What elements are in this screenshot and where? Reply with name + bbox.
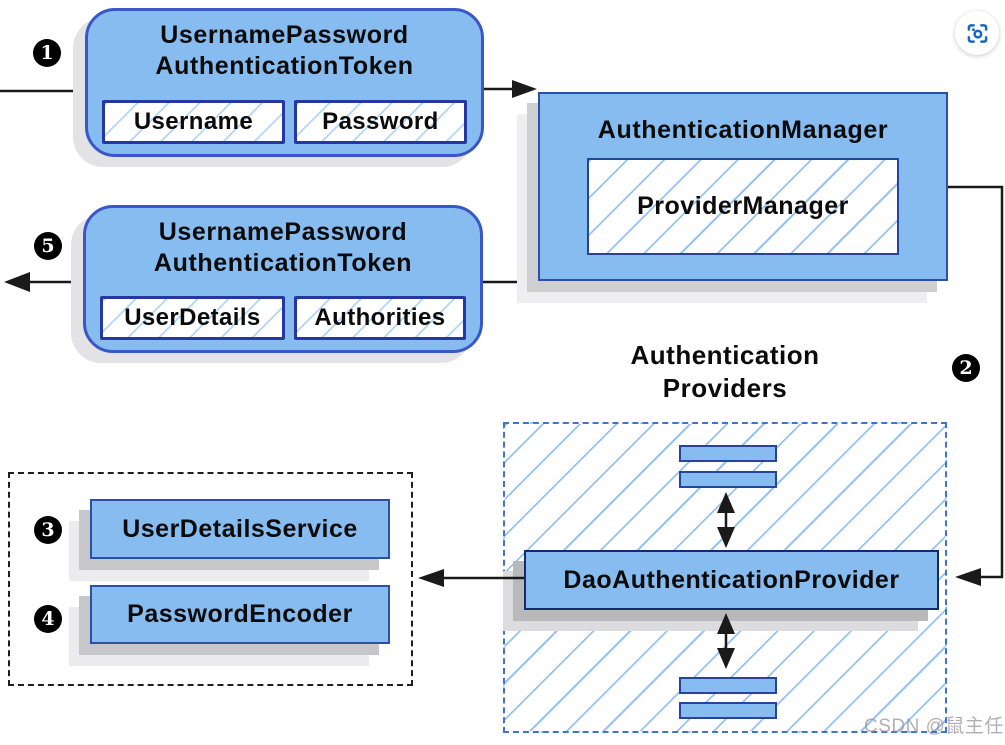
dao-dependencies-region: UserDetailsService PasswordEncoder — [8, 472, 413, 686]
password-field-box: Password — [293, 100, 467, 144]
token-response-title: UsernamePassword AuthenticationToken — [100, 217, 466, 279]
authorities-field-box: Authorities — [293, 296, 466, 340]
token-request-fields: Username Password — [102, 100, 467, 144]
arrowhead-into-manager — [512, 80, 537, 98]
authentication-providers-label-line-2: Providers — [662, 373, 788, 403]
step-5-badge: 5 — [34, 232, 62, 260]
authentication-providers-region: DaoAuthenticationProvider — [503, 422, 947, 733]
authentication-providers-label: Authentication Providers — [575, 339, 875, 405]
flow-line-manager-to-provider — [948, 185, 1004, 579]
authentication-providers-label-line-1: Authentication — [630, 340, 820, 370]
arrowhead-into-services — [418, 569, 444, 587]
username-password-token-request-node: UsernamePassword AuthenticationToken Use… — [85, 8, 484, 157]
token-request-title-line-2: AuthenticationToken — [155, 52, 414, 80]
provider-bar — [679, 677, 777, 694]
password-encoder-node: PasswordEncoder — [90, 585, 390, 644]
token-response-fields: UserDetails Authorities — [100, 296, 466, 340]
token-request-title: UsernamePassword AuthenticationToken — [102, 20, 467, 82]
step-2-badge: 2 — [952, 354, 980, 382]
username-password-token-response-node: UsernamePassword AuthenticationToken Use… — [83, 205, 483, 353]
username-field-box: Username — [102, 100, 285, 144]
provider-bar — [679, 702, 777, 719]
provider-bar — [679, 471, 777, 488]
authentication-manager-title: AuthenticationManager — [597, 116, 889, 144]
screen-capture-button[interactable] — [955, 11, 999, 55]
authentication-manager-node: AuthenticationManager ProviderManager — [538, 92, 948, 281]
token-response-title-line-2: AuthenticationToken — [153, 249, 413, 277]
provider-manager-box: ProviderManager — [587, 158, 899, 255]
step-1-badge: 1 — [33, 39, 61, 67]
step-3-badge: 3 — [34, 516, 62, 544]
provider-bar — [679, 445, 777, 462]
screen-capture-icon — [967, 23, 987, 43]
csdn-watermark: CSDN @鼠主任 — [864, 716, 1004, 737]
dao-authentication-provider-node: DaoAuthenticationProvider — [524, 550, 939, 610]
step-4-badge: 4 — [34, 605, 62, 633]
userdetails-field-box: UserDetails — [100, 296, 285, 340]
user-details-service-node: UserDetailsService — [90, 499, 390, 559]
token-response-title-line-1: UsernamePassword — [158, 218, 408, 246]
arrowhead-into-dao — [955, 568, 981, 586]
token-request-title-line-1: UsernamePassword — [160, 21, 409, 49]
arrowhead-return-left — [4, 272, 30, 292]
